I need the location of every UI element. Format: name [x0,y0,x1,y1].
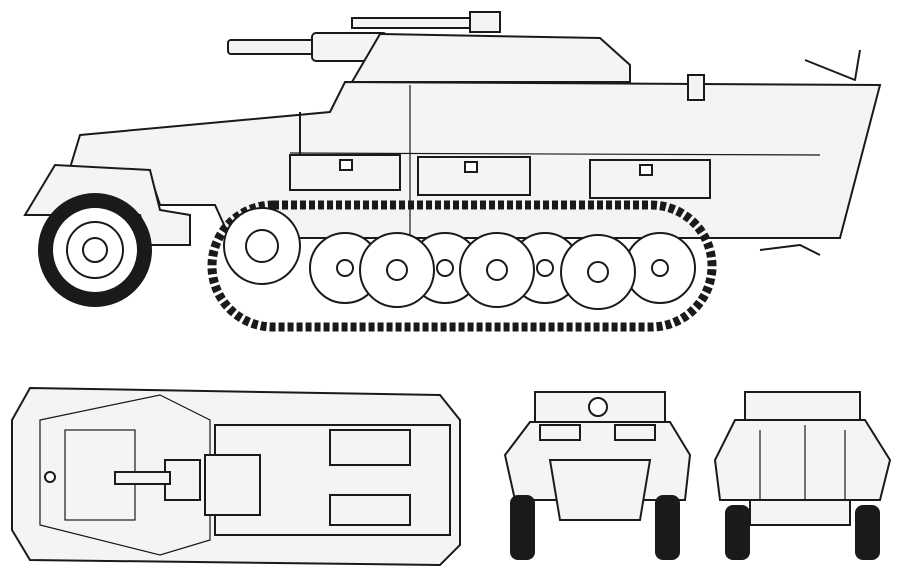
gun-shield [350,32,631,83]
antenna-mount [804,49,861,81]
road-wheels [309,232,696,310]
track [207,200,717,332]
front-wheel [38,193,152,307]
side-hatches [289,154,711,199]
side-view [23,11,882,332]
top-view [11,386,461,567]
rear-view [713,391,892,560]
front-view [503,391,692,560]
